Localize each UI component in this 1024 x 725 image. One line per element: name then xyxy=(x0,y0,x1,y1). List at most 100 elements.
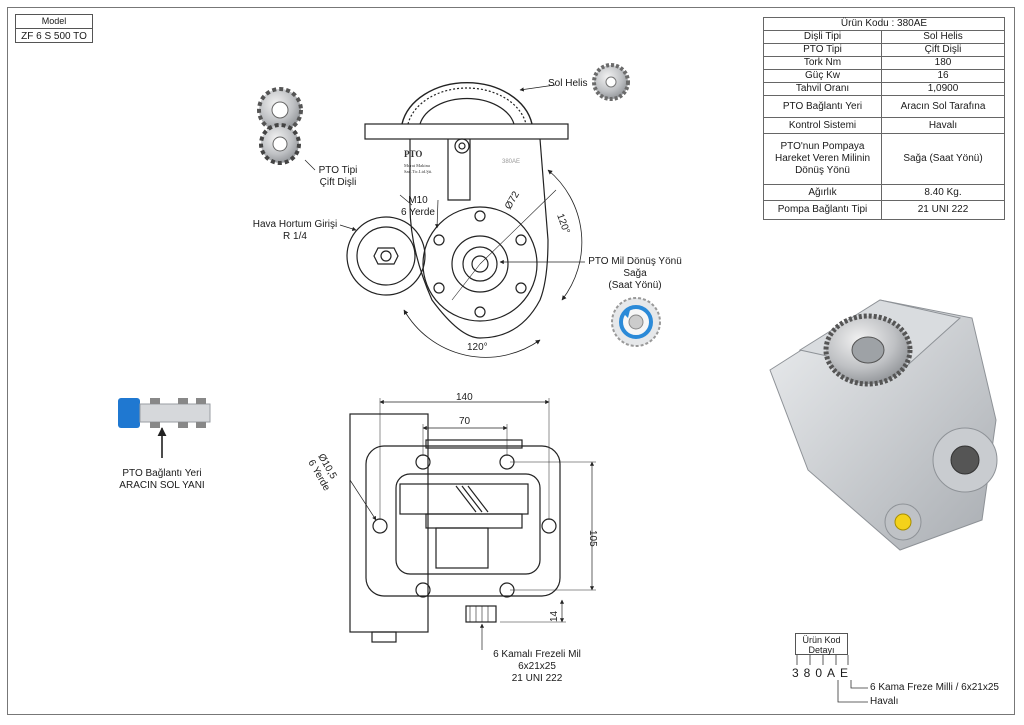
output-spline xyxy=(465,605,497,623)
inner-slot xyxy=(435,527,489,569)
gear-top-bore xyxy=(271,101,289,119)
spec-label: Pompa Bağlantı Tipi xyxy=(763,200,882,220)
top-flange xyxy=(364,123,569,140)
label-connection-1: PTO Bağlantı Yeri xyxy=(122,468,202,479)
flange-hole xyxy=(433,234,445,246)
mounting-flange xyxy=(365,445,561,597)
diameter-line xyxy=(451,263,481,301)
angle-arc-top xyxy=(547,169,583,301)
label-sol-helis: Sol Helis xyxy=(548,78,588,89)
label-air-inlet-2: R 1/4 xyxy=(283,231,307,242)
double-gear-illustration xyxy=(257,87,303,165)
truck-top-view-icon xyxy=(118,398,211,458)
angle-bottom-label: 120° xyxy=(467,342,488,353)
code-note-e: 6 Kama Freze Milli / 6x21x25 xyxy=(870,682,999,693)
code-detail-header-2: Detayı xyxy=(808,645,835,655)
dim-140-label: 140 xyxy=(456,392,473,403)
code-note-a: Havalı xyxy=(870,696,899,707)
angle-top-label: 120° xyxy=(554,212,571,235)
angle-ref-line xyxy=(479,189,557,265)
helical-gear-bore xyxy=(605,76,617,88)
label-pto-type-2: Çift Dişli xyxy=(319,177,357,188)
code-detail-box: Ürün Kod Detayı xyxy=(795,633,848,655)
label-m10-2: 6 Yerde xyxy=(401,207,435,218)
top-bolt-core xyxy=(458,142,466,150)
gear-bottom-bore xyxy=(272,136,288,152)
mount-hole xyxy=(541,518,557,534)
code-detail-leaders xyxy=(796,655,868,703)
top-bolt xyxy=(454,138,470,154)
dim-70-label: 70 xyxy=(459,416,471,427)
leader-m10-hole xyxy=(435,199,440,229)
logo-subtext: San.Tic.Ltd.Şti. xyxy=(404,169,432,174)
flange-opening xyxy=(395,473,541,575)
front-view xyxy=(304,81,585,358)
output-shaft-core xyxy=(471,255,489,273)
leader-pto-type xyxy=(304,159,316,171)
model-header: Model xyxy=(16,15,92,29)
flange-hole xyxy=(515,282,527,294)
plate-code: 380AE xyxy=(502,159,520,165)
side-view xyxy=(349,398,596,650)
dim-105-label: 105 xyxy=(587,530,598,547)
photo-gear-hub xyxy=(851,336,885,364)
flange-hole xyxy=(515,234,527,246)
housing-rib xyxy=(447,139,471,201)
side-housing xyxy=(349,413,429,633)
mount-hole xyxy=(372,518,388,534)
output-shaft xyxy=(462,246,498,282)
label-connection-2: ARACIN SOL YANI xyxy=(119,480,205,491)
logo-text: PTO xyxy=(404,149,422,159)
gear-teeth xyxy=(407,87,527,125)
diameter-72-label: Ø72 xyxy=(503,189,522,211)
label-shaft-direction-1: PTO Mil Dönüş Yönü xyxy=(588,256,682,267)
angle-arc-bottom xyxy=(403,309,541,358)
model-value: ZF 6 S 500 TO xyxy=(21,31,87,42)
drain-plug xyxy=(371,631,397,643)
label-shaft-direction-3: (Saat Yönü) xyxy=(608,280,662,291)
photo-output-shaft xyxy=(950,445,980,475)
product-photo xyxy=(769,299,998,551)
rotation-direction-icon xyxy=(611,297,661,347)
air-inlet-housing xyxy=(346,216,426,296)
leader-hole xyxy=(349,479,377,521)
drawing-frame xyxy=(7,7,1015,715)
label-m10-1: M10 xyxy=(408,195,428,206)
label-shaft-2: 6x21x25 xyxy=(518,661,556,672)
flange-hole xyxy=(433,282,445,294)
leader-m10 xyxy=(399,194,413,206)
spec-label: PTO'nun Pompaya Hareket Veren Milinin Dö… xyxy=(763,133,882,185)
spec-row: PTO'nun Pompaya Hareket Veren Milinin Dö… xyxy=(763,133,1005,185)
truck-chassis xyxy=(139,403,211,423)
truck-cab xyxy=(118,398,140,428)
flange-hole xyxy=(474,210,486,222)
mount-hole xyxy=(415,582,431,598)
gear-outline xyxy=(401,81,533,125)
code-digits: 380AE xyxy=(792,666,854,680)
dim-14-label: 14 xyxy=(549,610,560,622)
logo-plate: PTO Murat Makina San.Tic.Ltd.Şti. 380AE xyxy=(404,149,520,174)
photo-air-fitting xyxy=(894,513,912,531)
leader-sol-helis xyxy=(519,84,556,92)
label-shaft-direction-2: Sağa xyxy=(623,268,647,279)
air-inlet-cap xyxy=(356,226,416,286)
flange-hole xyxy=(474,306,486,318)
label-air-inlet-1: Hava Hortum Girişi xyxy=(252,219,338,230)
helical-gear-illustration xyxy=(592,63,630,101)
air-inlet-nut xyxy=(373,247,399,265)
spec-value: 21 UNI 222 xyxy=(881,200,1005,220)
logo-subtext: Murat Makina xyxy=(404,163,430,168)
code-detail-header-1: Ürün Kod xyxy=(802,635,841,645)
label-shaft-1: 6 Kamalı Frezeli Mil xyxy=(493,649,581,660)
gear-window-hatch xyxy=(455,485,489,513)
gear-hub xyxy=(419,97,515,125)
label-pto-type-1: PTO Tipi xyxy=(318,165,358,176)
